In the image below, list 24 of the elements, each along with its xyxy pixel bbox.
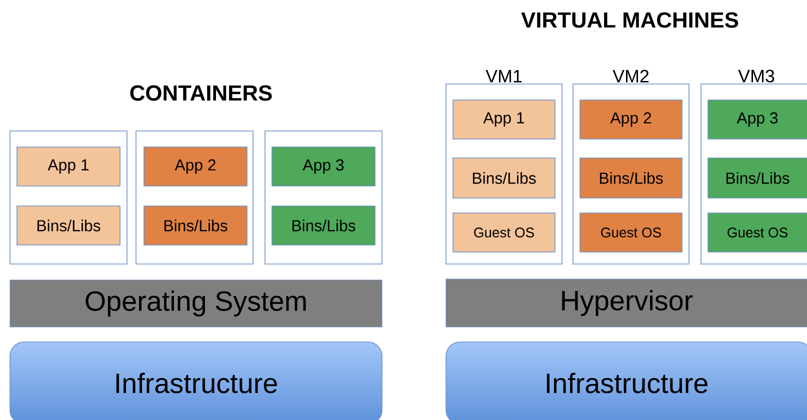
app-box: App 1 (452, 100, 556, 140)
node-label: VM3 (738, 70, 774, 82)
infrastructure-bar: Infrastructure (10, 342, 382, 420)
library-box: Bins/Libs (452, 158, 556, 198)
guest-os-box: Guest OS (708, 212, 807, 252)
library-box: Bins/Libs (144, 206, 248, 246)
section-title: CONTAINERS (130, 85, 272, 101)
guest-os-box: Guest OS (580, 212, 682, 252)
library-box: Bins/Libs (580, 158, 682, 198)
section-title: VIRTUAL MACHINES (521, 12, 738, 28)
infrastructure-bar: Infrastructure (446, 342, 807, 420)
node-label: VM1 (486, 70, 522, 82)
app-box: App 2 (580, 100, 682, 140)
library-box: Bins/Libs (272, 206, 376, 246)
guest-os-box: Guest OS (452, 212, 556, 252)
hypervisor-bar: Hypervisor (446, 278, 807, 328)
os-bar: Operating System (10, 280, 382, 328)
node-label: VM2 (612, 70, 649, 82)
library-box: Bins/Libs (708, 158, 807, 198)
app-box: App 3 (708, 100, 807, 140)
app-box: App 3 (272, 146, 376, 186)
app-box: App 1 (16, 146, 120, 186)
app-box: App 2 (144, 146, 248, 186)
library-box: Bins/Libs (16, 206, 120, 246)
